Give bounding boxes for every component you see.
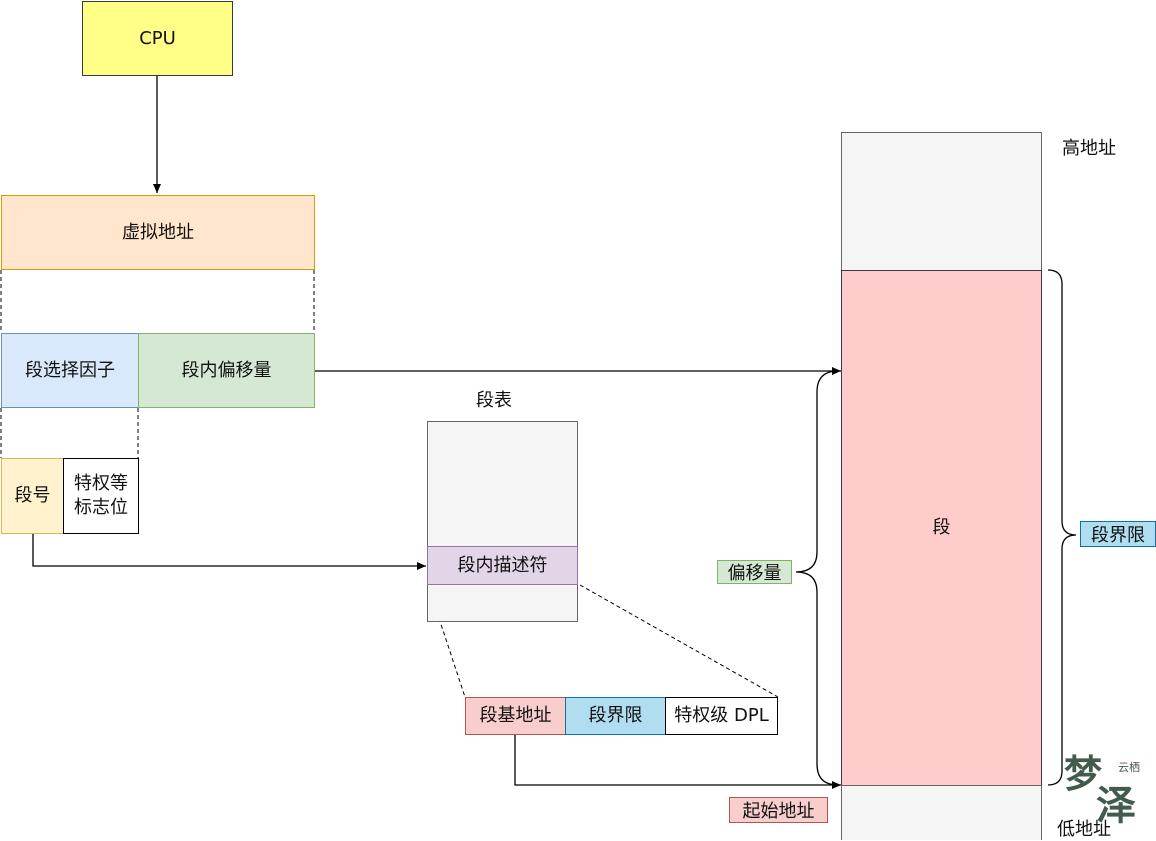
descriptor-dpl-field: 特权级 DPL	[665, 697, 778, 735]
arrow-base-to-start-address	[514, 735, 841, 789]
segment-descriptor-row: 段内描述符	[427, 546, 578, 585]
memory-segment: 段	[841, 270, 1042, 786]
cpu-box: CPU	[82, 1, 233, 76]
low-address-label: 低地址	[1057, 819, 1111, 840]
segment-limit-tag: 段界限	[1080, 521, 1156, 547]
svg-text:云栖: 云栖	[1118, 760, 1140, 774]
memory-high-region	[841, 132, 1042, 271]
start-address-tag: 起始地址	[729, 797, 828, 823]
segment-table-title: 段表	[476, 390, 512, 411]
offset-brace	[795, 370, 839, 786]
dashed-guides	[0, 270, 779, 698]
watermark-logo: 梦 泽 云栖	[1064, 751, 1140, 825]
svg-text:梦: 梦	[1064, 751, 1102, 796]
descriptor-base-field: 段基地址	[465, 697, 566, 735]
segment-table	[427, 421, 578, 622]
segment-number-box: 段号	[1, 458, 64, 534]
svg-text:泽: 泽	[1096, 782, 1136, 825]
privilege-flags-box: 特权等 标志位	[63, 458, 139, 534]
virtual-address-box: 虚拟地址	[1, 195, 315, 270]
memory-low-region	[841, 785, 1042, 840]
segment-limit-brace	[1047, 269, 1077, 786]
offset-tag: 偏移量	[717, 560, 792, 584]
high-address-label: 高地址	[1062, 138, 1116, 159]
arrow-segment-number-to-descriptor	[32, 534, 426, 570]
segment-selector-box: 段选择因子	[1, 333, 139, 408]
segment-offset-box: 段内偏移量	[138, 333, 315, 408]
descriptor-limit-field: 段界限	[565, 697, 666, 735]
